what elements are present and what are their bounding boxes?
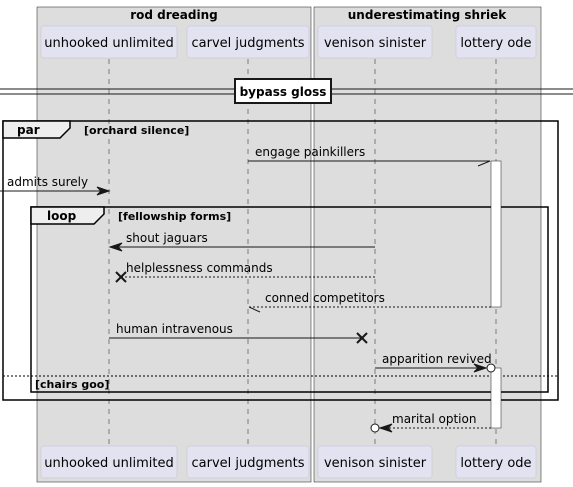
divider-label: bypass gloss bbox=[240, 85, 327, 99]
participant-carvel-judgments-bottom[interactable]: carvel judgments bbox=[186, 445, 310, 479]
message-apparition-revived: apparition revived bbox=[375, 352, 496, 373]
activation-lottery-ode-1 bbox=[490, 160, 502, 308]
message-label: apparition revived bbox=[382, 352, 492, 366]
message-label: shout jaguars bbox=[126, 231, 208, 245]
message-label: admits surely bbox=[7, 175, 88, 189]
message-label: human intravenous bbox=[116, 322, 233, 336]
par-keyword: par bbox=[17, 123, 40, 137]
loop-frame: loop [fellowship forms] bbox=[30, 206, 549, 393]
participant-lottery-ode-top[interactable]: lottery ode bbox=[455, 25, 537, 59]
box-title: underestimating shriek bbox=[348, 8, 507, 22]
participant-label: lottery ode bbox=[460, 456, 531, 471]
participant-label: venison sinister bbox=[324, 456, 427, 471]
message-label: marital option bbox=[392, 412, 476, 426]
participant-label: unhooked unlimited bbox=[44, 36, 173, 51]
participant-label: carvel judgments bbox=[191, 456, 304, 471]
par-condition: [orchard silence] bbox=[84, 124, 189, 137]
message-admits-surely: admits surely bbox=[0, 175, 111, 196]
message-label: conned competitors bbox=[265, 291, 385, 305]
divider: bypass gloss bbox=[0, 78, 573, 104]
message-helplessness-commands: helplessness commands bbox=[115, 261, 375, 283]
participant-lottery-ode-bottom[interactable]: lottery ode bbox=[455, 445, 537, 479]
participant-venison-sinister-bottom[interactable]: venison sinister bbox=[317, 445, 433, 479]
participant-venison-sinister-top[interactable]: venison sinister bbox=[317, 25, 433, 59]
participant-unhooked-unlimited-top[interactable]: unhooked unlimited bbox=[40, 25, 178, 59]
participant-label: venison sinister bbox=[324, 36, 427, 51]
par-else-condition: [chairs goo] bbox=[35, 378, 109, 391]
box-title: rod dreading bbox=[130, 8, 218, 22]
participant-carvel-judgments-top[interactable]: carvel judgments bbox=[186, 25, 310, 59]
message-shout-jaguars: shout jaguars bbox=[108, 231, 375, 252]
message-label: helplessness commands bbox=[126, 261, 273, 275]
message-label: engage painkillers bbox=[255, 145, 365, 159]
par-frame: par [orchard silence] [chairs goo] bbox=[2, 120, 559, 401]
message-marital-option: marital option bbox=[370, 412, 491, 433]
participant-unhooked-unlimited-bottom[interactable]: unhooked unlimited bbox=[40, 445, 178, 479]
loop-keyword: loop bbox=[47, 209, 77, 223]
box-underestimating-shriek: underestimating shriek bbox=[313, 6, 542, 483]
message-engage-painkillers: engage painkillers bbox=[248, 145, 491, 167]
participant-label: lottery ode bbox=[460, 36, 531, 51]
message-human-intravenous: human intravenous bbox=[109, 322, 368, 344]
message-conned-competitors: conned competitors bbox=[248, 291, 491, 313]
participant-label: unhooked unlimited bbox=[44, 456, 173, 471]
activation-lottery-ode-2 bbox=[490, 367, 502, 429]
participant-label: carvel judgments bbox=[191, 36, 304, 51]
loop-condition: [fellowship forms] bbox=[118, 210, 231, 223]
